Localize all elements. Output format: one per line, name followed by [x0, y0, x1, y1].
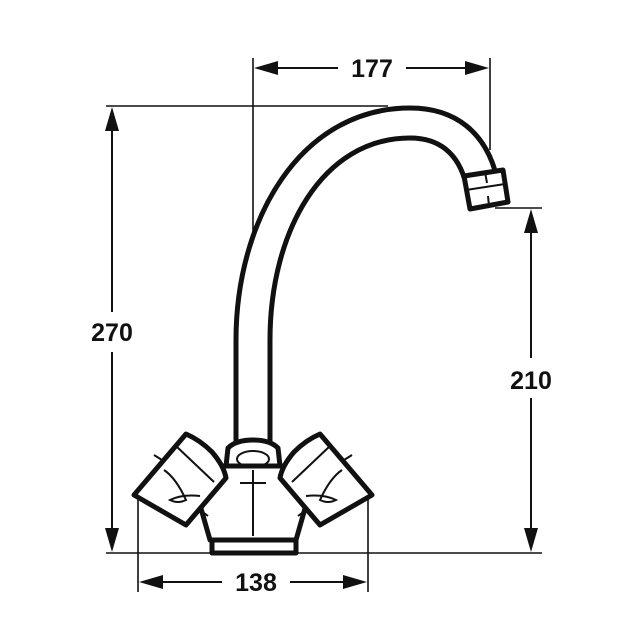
- handle-right-mark: [343, 454, 353, 461]
- swivel-collar: [223, 437, 283, 469]
- handle-right-cap-line: [291, 445, 331, 483]
- arrowhead-left: [254, 61, 278, 75]
- aerator: [461, 167, 511, 212]
- dimension-spout-height: 210: [510, 209, 552, 552]
- arrowhead-down: [524, 528, 538, 552]
- dim-label-spout-height: 210: [510, 367, 552, 395]
- aerator-mark: [484, 171, 488, 184]
- arrowhead-right: [465, 61, 489, 75]
- handle-right-mark: [297, 509, 307, 517]
- handle-right-detail: [305, 469, 343, 503]
- arrowhead-left: [139, 575, 163, 589]
- arrowhead-up: [524, 209, 538, 233]
- aerator-mark: [487, 195, 490, 207]
- dim-label-base-width: 138: [235, 569, 277, 597]
- handle-left-mark: [199, 509, 209, 517]
- handle-left-body: [131, 431, 229, 528]
- dim-label-total-height: 270: [91, 319, 133, 347]
- handle-left-cap-line: [175, 445, 215, 483]
- arrowhead-right: [343, 575, 367, 589]
- arrowhead-down: [105, 528, 119, 552]
- arrowhead-up: [105, 107, 119, 131]
- extension-lines: [106, 58, 542, 592]
- handle-right: [277, 431, 375, 528]
- handle-right-body: [277, 431, 375, 528]
- handle-left: [131, 431, 229, 528]
- dimension-base-width: 138: [139, 569, 367, 597]
- handle-left-detail: [163, 469, 201, 503]
- spout: [233, 105, 500, 448]
- aerator-body: [461, 167, 511, 212]
- faucet: [131, 105, 511, 556]
- aerator-line: [465, 183, 506, 191]
- dimension-spout-reach: 177: [254, 55, 489, 83]
- base-plate: [209, 537, 299, 556]
- dimension-total-height: 270: [91, 107, 133, 552]
- handle-left-mark: [153, 454, 163, 461]
- dim-label-spout-reach: 177: [351, 55, 393, 83]
